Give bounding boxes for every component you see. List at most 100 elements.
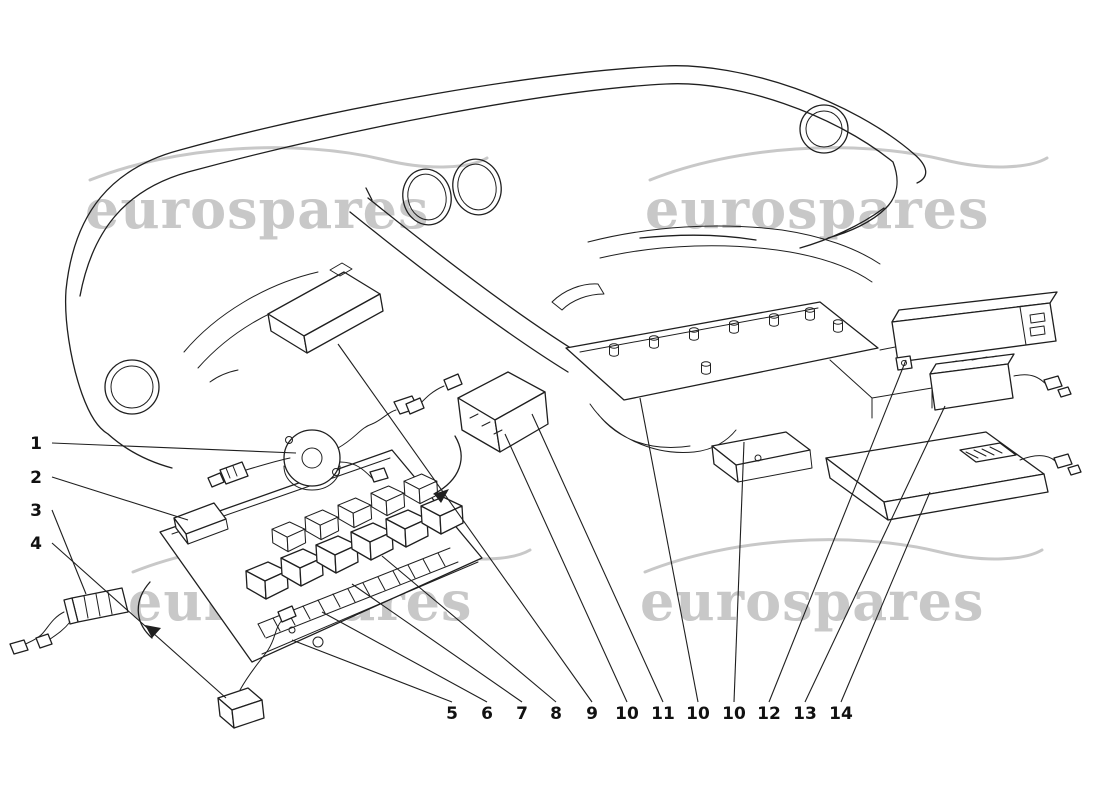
under-dash-frame: [829, 341, 933, 419]
callout-number-5: 5: [446, 704, 458, 724]
leader-line-1: [51, 442, 297, 454]
leader-line-5: [291, 639, 453, 703]
dashboard-line-art: [65, 65, 933, 469]
sensor-cube: [217, 605, 297, 729]
defroster-slot: [551, 283, 605, 311]
watermark-car-swoosh-icon: [648, 146, 1049, 182]
shelf-panel-plate: [565, 301, 879, 401]
callout-number-1: 1: [30, 434, 42, 454]
bolt-icon: [285, 436, 293, 444]
shelf-panel: [565, 301, 879, 483]
plug-barrel: [207, 472, 225, 488]
a-pillar-trim-lines: [349, 187, 591, 373]
wire-plug: [369, 467, 389, 483]
air-duct-curve: [589, 403, 737, 454]
arrowhead-icon: [434, 489, 449, 503]
wire: [245, 457, 291, 471]
leader-line-8: [381, 555, 557, 703]
gauge-ring-icon: [402, 168, 452, 226]
leader-line-7: [351, 583, 523, 703]
wire-plug: [219, 461, 249, 485]
wire-plug: [35, 633, 53, 649]
connector-left: [9, 587, 129, 655]
fuse-box-assembly: [159, 449, 483, 663]
wire: [1013, 374, 1049, 387]
leader-line-12: [768, 359, 907, 703]
horn-unit: [207, 395, 419, 491]
mounting-bracket: [711, 431, 813, 483]
plug-barrel: [1067, 464, 1082, 476]
wire-plug: [1043, 375, 1063, 391]
callouts: 1 2 3 4 5 6 7 8 9 10 11 10 10 12 13 14: [30, 434, 853, 724]
rotation-arrows: [137, 435, 462, 639]
air-vents: [104, 104, 849, 415]
wire-plug: [9, 639, 29, 655]
callout-number-7: 7: [516, 704, 528, 724]
round-vent-icon: [805, 110, 843, 148]
plug-barrel: [1057, 386, 1072, 398]
wire-plug: [405, 397, 425, 415]
relay-box-corner: [173, 502, 229, 545]
ecu-upper-right: [891, 291, 1058, 371]
wire: [239, 619, 283, 691]
gauge-ring-icon: [457, 163, 497, 211]
connector-block: [443, 373, 463, 391]
watermark-car-swoosh-icon: [88, 146, 489, 182]
curved-arrow-icon: [137, 581, 153, 639]
relay-box-upper: [267, 262, 384, 354]
leader-lines: [51, 343, 946, 703]
leader-line-10c: [733, 441, 745, 703]
callout-number-10c: 10: [722, 704, 746, 724]
wire: [337, 409, 397, 449]
panel-bolt-icon: [288, 626, 296, 634]
callout-number-13: 13: [793, 704, 817, 724]
callout-number-3: 3: [30, 501, 42, 521]
gauge-ring-icon: [452, 158, 502, 216]
watermark-top-right: eurospares: [645, 146, 1049, 241]
leader-line-10b: [639, 397, 699, 703]
callout-number-12: 12: [757, 704, 781, 724]
curved-arrow-icon: [433, 435, 462, 495]
wire-plug: [1053, 453, 1073, 469]
leader-line-6: [321, 611, 488, 703]
leader-line-4: [51, 542, 227, 699]
callout-number-10b: 10: [686, 704, 710, 724]
leader-line-14: [840, 491, 931, 703]
round-vent-icon: [104, 359, 160, 415]
panel-bolt-icon: [312, 636, 324, 648]
bolt-icon: [332, 468, 340, 476]
watermark-text: eurospares: [640, 569, 984, 633]
callout-number-9: 9: [586, 704, 598, 724]
callout-number-14: 14: [829, 704, 853, 724]
gauge-openings: [402, 158, 502, 226]
arrowhead-icon: [145, 625, 161, 638]
wire: [339, 461, 373, 479]
callout-number-11: 11: [651, 704, 675, 724]
round-vent-icon: [110, 365, 154, 409]
leader-line-11: [531, 413, 664, 703]
leader-line-13: [804, 405, 946, 703]
ecu-lower-right: [825, 431, 1082, 521]
watermark-text: eurospares: [645, 177, 989, 241]
mount-tab: [895, 355, 913, 371]
watermark-car-swoosh-icon: [643, 538, 1044, 574]
callout-number-2: 2: [30, 468, 42, 488]
watermark-bottom-right: eurospares: [640, 538, 1044, 633]
callout-number-8: 8: [550, 704, 562, 724]
leader-line-2: [51, 476, 189, 521]
callout-number-4: 4: [30, 534, 42, 554]
dashboard-outline: [65, 65, 927, 469]
watermark-top-left: eurospares: [85, 146, 489, 241]
control-unit-center: [405, 371, 549, 453]
leader-line-3: [51, 509, 87, 595]
wire-plug: [277, 605, 297, 623]
leader-line-9: [337, 343, 593, 703]
module-right: [929, 353, 1072, 411]
gauge-ring-icon: [407, 173, 447, 221]
callout-number-10a: 10: [615, 704, 639, 724]
cowl-lines: [587, 225, 881, 283]
round-vent-icon: [799, 104, 849, 154]
leader-line-10a: [504, 433, 628, 703]
